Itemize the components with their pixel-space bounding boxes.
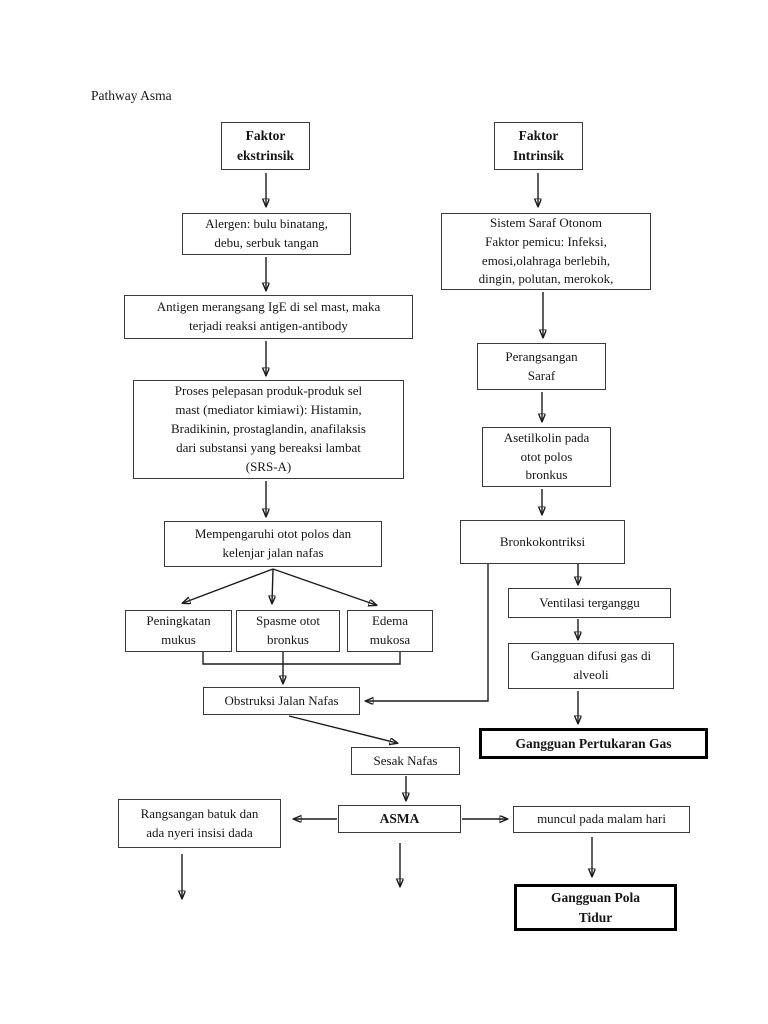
arrow-obstruksi-to-sesak [288, 715, 397, 743]
node-pola-tidur: Gangguan Pola Tidur [514, 884, 677, 931]
node-faktor-ekstrinsik: Faktor ekstrinsik [221, 122, 310, 170]
page-title: Pathway Asma [91, 88, 172, 103]
arrow-mempengaruhi-to-peningkatan [183, 568, 274, 603]
node-alergen: Alergen: bulu binatang, debu, serbuk tan… [182, 213, 351, 255]
node-perangsangan-saraf: Perangsangan Saraf [477, 343, 606, 390]
node-faktor-intrinsik: Faktor Intrinsik [494, 122, 583, 170]
node-mempengaruhi: Mempengaruhi otot polos dan kelenjar jal… [164, 521, 382, 567]
node-rangsangan-batuk: Rangsangan batuk dan ada nyeri insisi da… [118, 799, 281, 848]
node-asma: ASMA [338, 805, 461, 833]
connector-three-boxes-join [202, 652, 401, 665]
node-peningkatan-mukus: Peningkatan mukus [125, 610, 232, 652]
node-bronkokontriksi: Bronkokontriksi [460, 520, 625, 564]
node-pertukaran-gas: Gangguan Pertukaran Gas [479, 728, 708, 759]
arrow-mempengaruhi-to-edema [272, 568, 376, 605]
node-proses-pelepasan: Proses pelepasan produk-produk sel mast … [133, 380, 404, 479]
node-ventilasi: Ventilasi terganggu [508, 588, 671, 618]
arrow-mempengaruhi-to-spasme [272, 568, 273, 603]
node-difusi-gas: Gangguan difusi gas di alveoli [508, 643, 674, 689]
node-spasme-otot: Spasme otot bronkus [236, 610, 340, 652]
node-muncul-malam: muncul pada malam hari [513, 806, 690, 833]
node-asetilkolin: Asetilkolin pada otot polos bronkus [482, 427, 611, 487]
node-edema-mukosa: Edema mukosa [347, 610, 433, 652]
node-obstruksi: Obstruksi Jalan Nafas [203, 687, 360, 715]
node-antigen: Antigen merangsang IgE di sel mast, maka… [124, 295, 413, 339]
node-sesak-nafas: Sesak Nafas [351, 747, 460, 775]
node-sistem-saraf: Sistem Saraf Otonom Faktor pemicu: Infek… [441, 213, 651, 290]
